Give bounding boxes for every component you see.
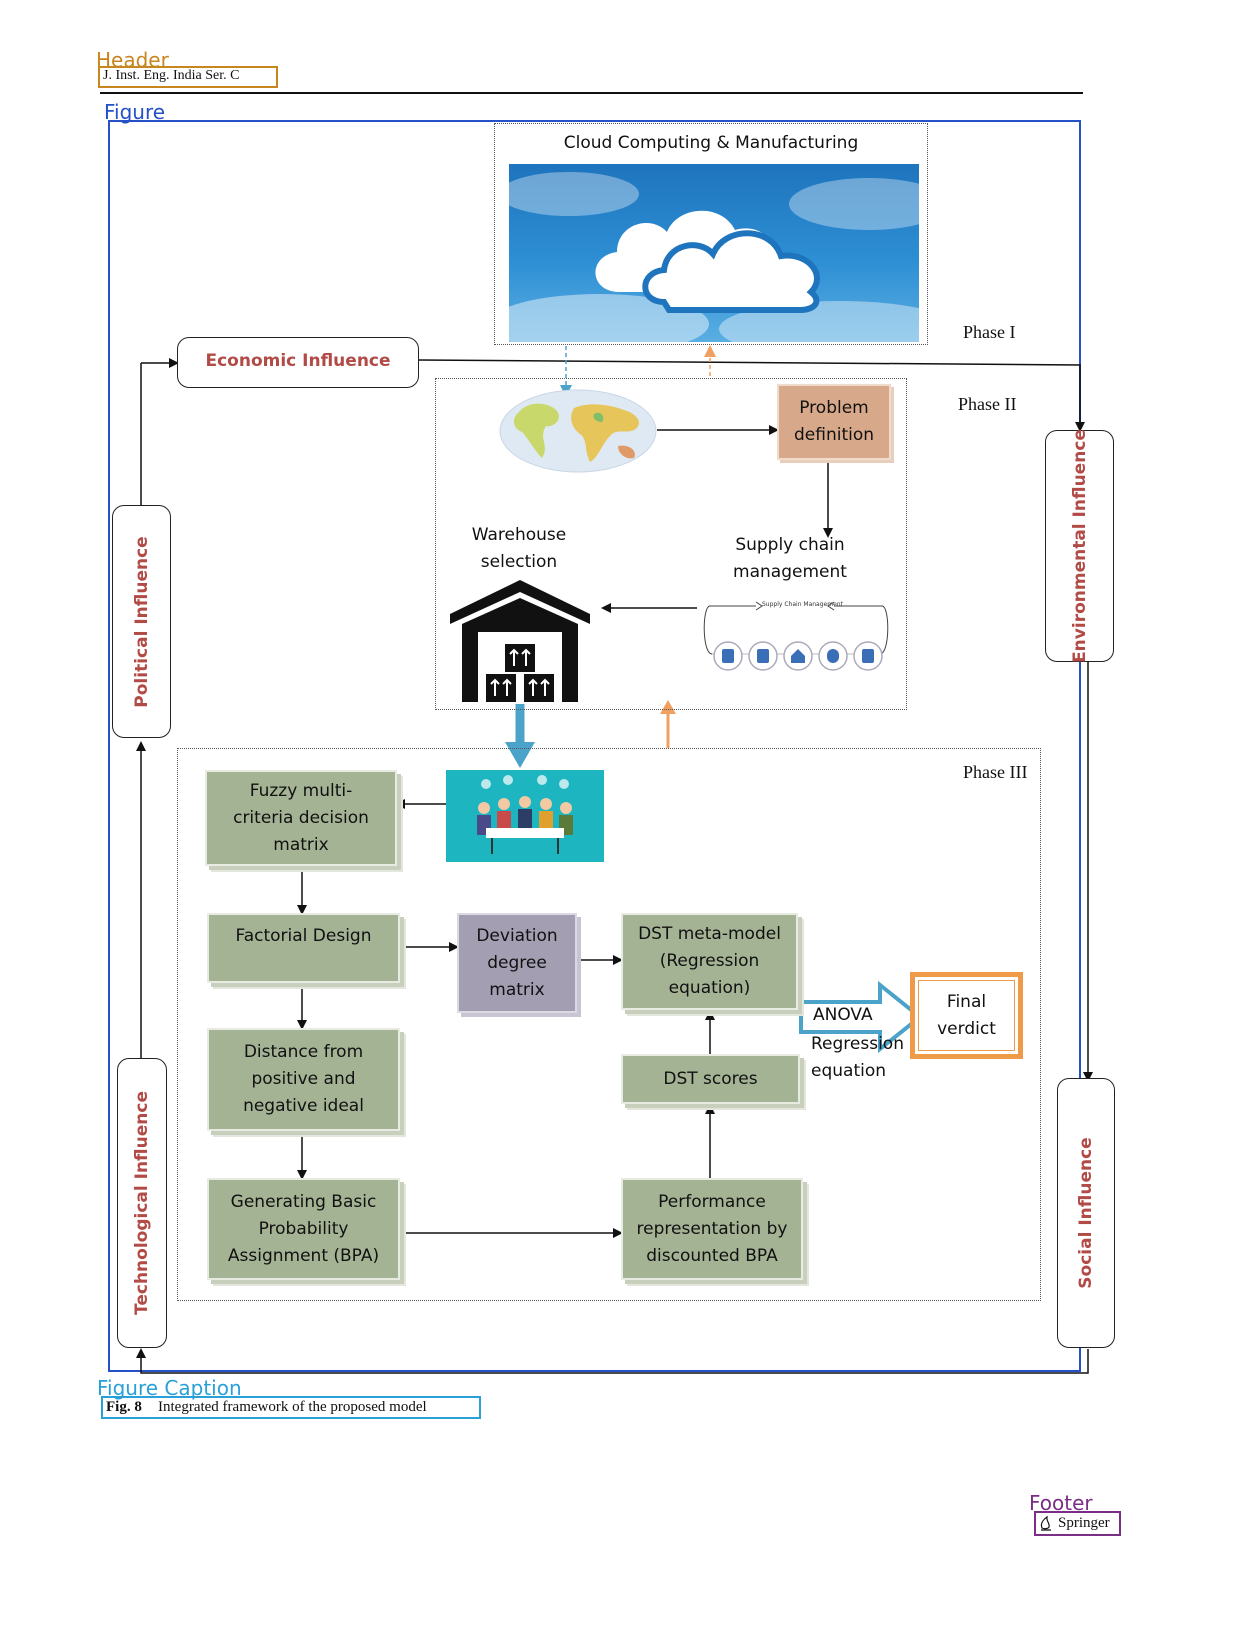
performance-line-2: representation by — [636, 1218, 788, 1239]
factorial-design-label: Factorial Design — [235, 926, 372, 946]
footer-layout-box: Springer — [1034, 1511, 1121, 1536]
cloud-image — [509, 164, 919, 342]
phase-3-panel — [177, 748, 1041, 1301]
arrow-social-to-technological — [136, 1348, 1089, 1374]
final-verdict-line-2: verdict — [937, 1018, 996, 1039]
final-verdict-inner: Final verdict — [918, 980, 1015, 1051]
phase-2-label: Phase II — [958, 394, 1017, 414]
cloud-icon — [509, 172, 919, 342]
arrow-economic-to-environmental — [418, 359, 1085, 432]
warehouse-selection-label: Warehouse selection — [451, 522, 587, 576]
dst-scores-label: DST scores — [663, 1068, 758, 1089]
fuzzy-line-3: matrix — [273, 834, 329, 855]
bpa-line-3: Assignment (BPA) — [227, 1245, 380, 1266]
problem-definition-line-2: definition — [793, 425, 875, 445]
publisher-name: Springer — [1058, 1515, 1110, 1531]
header-rule — [100, 92, 1083, 94]
deviation-line-1: Deviation — [476, 925, 558, 946]
economic-influence-box: Economic Influence — [177, 337, 419, 388]
footer-layout-label: Footer — [1029, 1491, 1093, 1515]
figure-layout-label: Figure — [104, 100, 166, 124]
performance-line-1: Performance — [658, 1191, 766, 1212]
springer-logo-icon — [1040, 1515, 1051, 1531]
world-map-icon — [499, 389, 657, 473]
fuzzy-line-2: criteria decision — [233, 807, 369, 828]
fuzzy-line-1: Fuzzy multi- — [249, 780, 353, 801]
environmental-influence-label: Environmental Influence — [1069, 429, 1090, 663]
bpa-line-1: Generating Basic — [230, 1191, 377, 1212]
technological-influence-label: Technological Influence — [132, 1091, 152, 1315]
anova-label: ANOVA — [813, 1005, 873, 1025]
meeting-people-icon — [477, 775, 573, 854]
regression-line-2: equation — [811, 1061, 887, 1081]
warehouse-icon — [450, 580, 590, 702]
political-influence-box: Political Influence — [112, 505, 171, 738]
meeting-illustration — [446, 770, 604, 862]
final-verdict-box: Final verdict — [910, 972, 1023, 1059]
scm-diagram-frame — [703, 601, 889, 671]
supply-chain-management-label: Supply chain management — [720, 532, 860, 586]
caption-figure-number: Fig. 8 — [106, 1399, 142, 1415]
social-influence-label: Social Influence — [1076, 1137, 1096, 1289]
scm-line-1: Supply chain — [735, 535, 845, 555]
regression-equation-label: Regression equation — [811, 1031, 904, 1085]
cloud-panel: Cloud Computing & Manufacturing — [494, 123, 928, 345]
caption-text: Integrated framework of the proposed mod… — [158, 1399, 427, 1415]
warehouse-line-2: selection — [480, 552, 558, 572]
dst-meta-model-box: DST meta-model (Regression equation) — [621, 913, 798, 1010]
journal-name: J. Inst. Eng. India Ser. C — [103, 68, 240, 83]
social-influence-box: Social Influence — [1057, 1078, 1115, 1348]
distance-line-2: positive and — [251, 1069, 356, 1089]
environmental-influence-box: Environmental Influence — [1045, 429, 1114, 663]
political-influence-label: Political Influence — [131, 535, 152, 708]
bpa-box: Generating Basic Probability Assignment … — [207, 1178, 400, 1280]
technological-influence-box: Technological Influence — [117, 1058, 167, 1348]
scm-diagram: Supply Chain Management — [700, 594, 890, 690]
scm-small-label: Supply Chain Management — [762, 601, 843, 608]
caption-layout-label: Figure Caption — [97, 1376, 242, 1400]
deviation-line-2: degree — [487, 952, 547, 973]
header-layout-box: J. Inst. Eng. India Ser. C — [98, 66, 278, 88]
dst-meta-line-2: (Regression — [659, 951, 760, 971]
dst-scores-box: DST scores — [621, 1054, 800, 1104]
performance-line-3: discounted BPA — [646, 1245, 778, 1266]
problem-definition-box: Problem definition — [777, 384, 891, 460]
distance-line-1: Distance from — [243, 1042, 364, 1062]
caption-layout-box: Fig. 8 Integrated framework of the propo… — [101, 1396, 481, 1419]
economic-influence-label: Economic Influence — [205, 351, 391, 371]
anova-arrow — [799, 980, 924, 1054]
cloud-title: Cloud Computing & Manufacturing — [563, 133, 859, 153]
problem-definition-line-1: Problem — [799, 398, 869, 418]
distance-ideal-box: Distance from positive and negative idea… — [207, 1028, 400, 1131]
warehouse-line-1: Warehouse — [471, 525, 567, 545]
phase-3-label: Phase III — [963, 762, 1028, 782]
deviation-matrix-box: Deviation degree matrix — [457, 913, 577, 1013]
phase-1-label: Phase I — [963, 322, 1016, 342]
factorial-design-box: Factorial Design — [207, 913, 400, 983]
figure-layout-box — [108, 120, 1081, 1372]
regression-line-1: Regression — [811, 1034, 904, 1054]
phase-2-panel — [435, 378, 907, 710]
header-layout-label: Header — [96, 48, 169, 72]
deviation-line-3: matrix — [489, 979, 545, 1000]
fuzzy-matrix-box: Fuzzy multi- criteria decision matrix — [205, 770, 397, 866]
distance-line-3: negative ideal — [243, 1096, 364, 1116]
dst-meta-line-1: DST meta-model — [638, 924, 781, 944]
bpa-line-2: Probability — [258, 1218, 349, 1239]
dst-meta-line-3: equation) — [668, 978, 751, 998]
scm-line-2: management — [733, 562, 847, 582]
performance-box: Performance representation by discounted… — [621, 1178, 803, 1280]
final-verdict-line-1: Final — [946, 991, 987, 1012]
